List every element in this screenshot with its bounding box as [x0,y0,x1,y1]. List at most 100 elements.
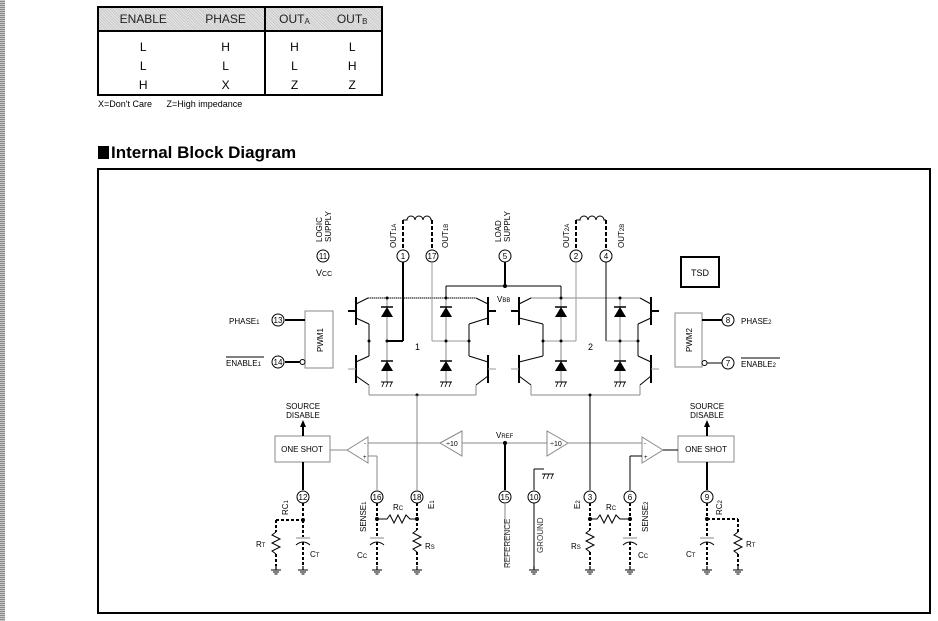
svg-text:7: 7 [726,359,731,368]
header-out-a: OUTA [264,7,324,32]
reference-label: REFERENCE [503,519,512,568]
sense2-network [584,503,638,575]
cc2-label: CC [638,551,649,560]
phase2-label: PHASE2 [741,317,772,326]
pin-7: 7 [721,356,735,370]
svg-text:PWM1: PWM1 [316,327,325,352]
svg-text:6: 6 [628,493,633,502]
pin-6: 6 [623,490,637,504]
svg-text:13: 13 [274,316,283,325]
block-diagram-frame [97,168,931,614]
pwm2-block: PWM2 [674,312,703,368]
e1-label: E1 [427,500,436,509]
pin-14: 14 [271,355,285,369]
motor-coil-1 [402,215,433,250]
cell: X [187,75,266,95]
svg-text:2: 2 [574,252,579,261]
rt2-label: RT [746,540,756,549]
svg-text:-: - [644,441,646,447]
truth-table-note: X=Don't Care Z=High impedance [98,99,254,109]
rc1-network [270,503,311,575]
pin-10: 10 [527,490,541,504]
svg-text:SUPPLY: SUPPLY [324,210,333,242]
h-bridge-2 [511,262,659,397]
pwm1-block: PWM1 [304,310,334,369]
header-text: OUT [279,12,305,26]
source-disable-2-line2: DISABLE [690,411,724,420]
svg-text:LOAD: LOAD [494,220,503,242]
ct2-label: CT [686,550,696,559]
ground-10-wire [533,468,555,490]
header-sub: A [304,17,310,26]
sense1-label: SENSE1 [359,501,368,532]
header-enable: ENABLE [98,7,188,32]
pin-12: 12 [296,490,310,504]
bridge-2-label: 2 [588,342,593,352]
note-dont-care: X=Don't Care [98,99,152,109]
rs2-label: RS [571,542,581,551]
logic-supply-label: LOGIC SUPPLY [315,210,333,242]
out1a-label: OUT1A [389,224,398,248]
header-text: OUT [336,12,363,26]
out2b-label: OUT2B [617,224,626,248]
vcc-label: VCC [316,268,332,278]
pin-16: 16 [370,490,384,504]
svg-text:÷10: ÷10 [550,441,562,448]
svg-text:ONE SHOT: ONE SHOT [281,445,323,454]
svg-text:+: + [644,455,648,461]
h-bridge-1 [348,262,496,397]
cell: L [187,56,266,76]
table-row: H X Z Z [98,75,382,95]
pin-3: 3 [583,490,597,504]
pin-1: 1 [396,249,410,263]
rc1-label: RC1 [281,499,290,515]
one-shot-1: ONE SHOT [274,420,347,490]
cell: Z [290,77,299,92]
svg-text:11: 11 [319,252,328,261]
one-shot-2: ONE SHOT [663,420,735,490]
tsd-block: TSD [680,256,720,288]
note-high-impedance: Z=High impedance [166,99,243,109]
pin-13: 13 [271,313,285,327]
svg-text:PWM2: PWM2 [685,327,694,352]
vbb-bus [445,262,562,298]
header-text: ENABLE [119,12,167,26]
cell: Z [348,77,356,92]
svg-text:+: + [363,455,367,461]
phase1-label: PHASE1 [229,317,260,326]
pin-9: 9 [700,490,714,504]
out2a-label: OUT2A [562,224,571,248]
table-row: L H H L [98,31,382,57]
enable1-label: ENABLE1 [226,359,262,368]
comparator-1: - + [346,436,378,490]
sense1-network [369,503,423,575]
section-title-text: Internal Block Diagram [111,143,297,162]
pin-18: 18 [410,490,424,504]
svg-text:3: 3 [588,493,593,502]
vref-label: VREF [496,431,514,440]
pin-17: 17 [425,249,439,263]
source-disable-1-line2: DISABLE [286,411,320,420]
div10-amp-1: ÷10 [438,430,463,457]
load-supply-label: LOAD SUPPLY [494,210,512,242]
div10-amp-2: ÷10 [546,430,569,457]
pin-2: 2 [569,249,583,263]
svg-text:÷10: ÷10 [446,441,458,448]
bridge-1-label: 1 [415,342,420,352]
svg-text:8: 8 [726,316,731,325]
comparator-2: - + [629,436,664,490]
svg-text:LOGIC: LOGIC [315,217,324,242]
cell: H [290,40,299,55]
enable2-label: ENABLE2 [741,360,777,369]
svg-text:-: - [364,441,366,447]
svg-text:1: 1 [401,252,406,261]
source-disable-1-line1: SOURCE [286,402,320,411]
rc-2-label: RC [606,503,617,512]
svg-text:12: 12 [299,493,308,502]
header-out-b: OUTB [323,7,382,32]
rc2-network [699,503,744,575]
svg-text:15: 15 [501,493,510,502]
cell: H [138,77,148,92]
rt1-label: RT [256,540,266,549]
